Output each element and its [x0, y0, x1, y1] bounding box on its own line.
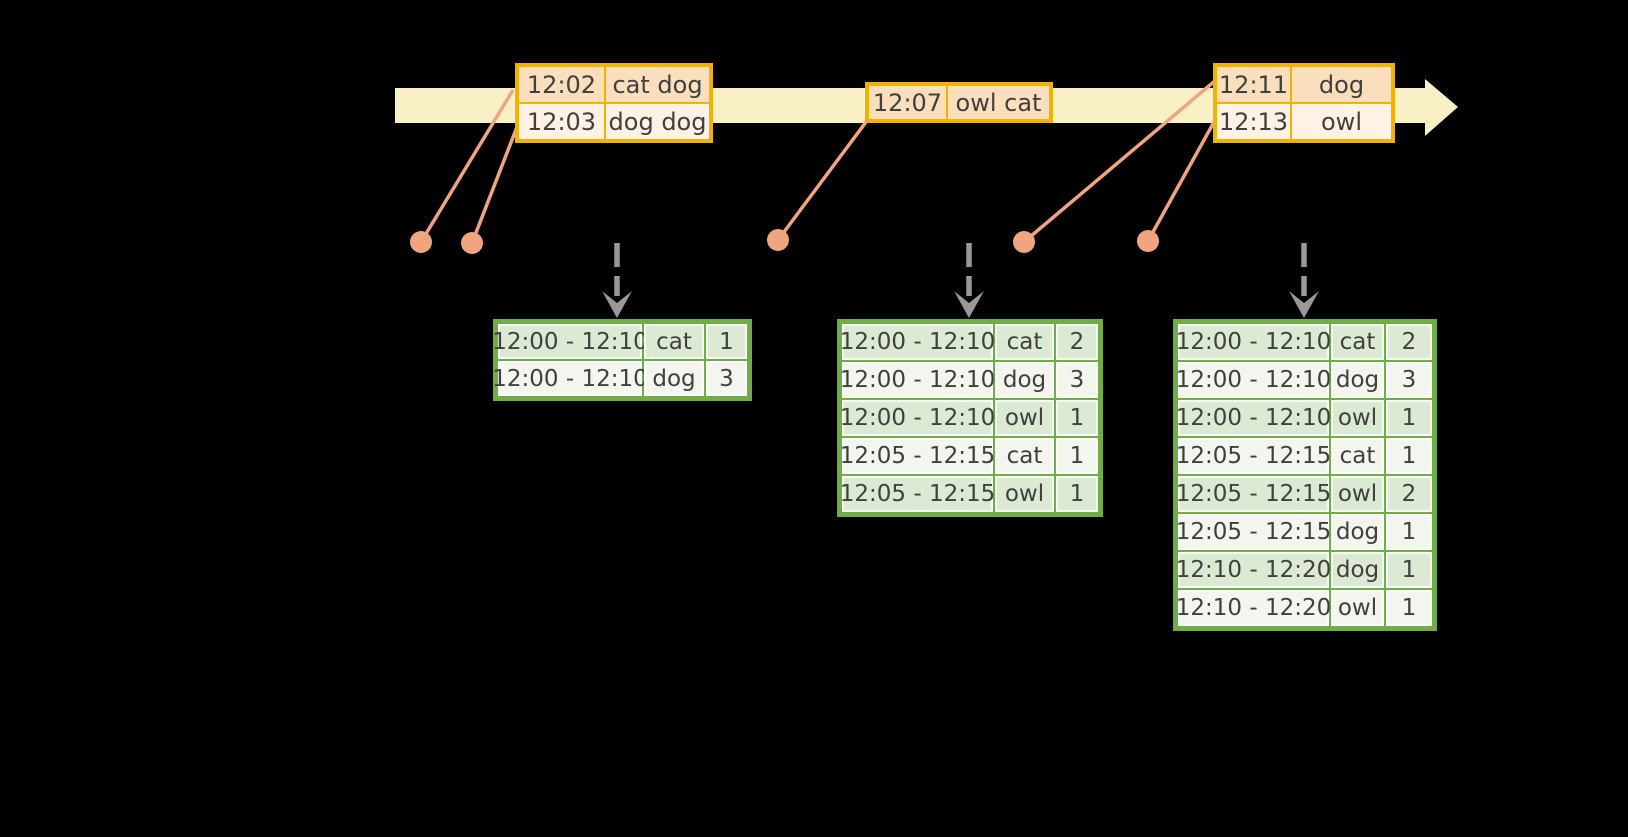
table-cell: 1: [706, 324, 747, 359]
table-cell: cat: [1331, 438, 1384, 474]
table-cell: 1: [1386, 438, 1432, 474]
table-cell: cat: [1331, 324, 1384, 360]
event-dot: [410, 231, 432, 253]
table-cell: cat: [644, 324, 704, 359]
table-cell: dog: [1292, 67, 1391, 102]
table-cell: cat: [995, 324, 1054, 360]
table-cell: 3: [1386, 362, 1432, 398]
event-connector-line: [1146, 121, 1216, 242]
table-cell: dog: [1331, 514, 1384, 550]
table-cell: 12:03: [519, 104, 604, 139]
table-cell: dog: [644, 361, 704, 396]
table-cell: owl: [995, 476, 1054, 512]
table-cell: owl cat: [948, 86, 1049, 119]
event-dot: [1013, 231, 1035, 253]
table-cell: 12:02: [519, 67, 604, 102]
table-cell: 1: [1386, 552, 1432, 588]
table-cell: 1: [1056, 438, 1098, 474]
table-cell: owl: [1331, 476, 1384, 512]
table-cell: 12:05 - 12:15: [840, 476, 995, 512]
table-cell: 12:05 - 12:15: [840, 438, 995, 474]
trigger-arrowhead-icon: [954, 291, 984, 318]
table-cell: 12:00 - 12:10: [840, 400, 995, 436]
table-cell: dog dog: [606, 104, 709, 139]
table-cell: 2: [1386, 324, 1432, 360]
table-cell: owl: [1331, 400, 1384, 436]
table-cell: 12:00 - 12:10: [492, 324, 648, 359]
table-cell: 12:00 - 12:10: [840, 324, 995, 360]
event-connector-line: [1022, 78, 1218, 244]
table-cell: dog: [995, 362, 1054, 398]
table-cell: 12:10 - 12:20: [1176, 552, 1331, 588]
table-cell: 3: [706, 361, 747, 396]
table-cell: 12:05 - 12:15: [1176, 438, 1331, 474]
table-cell: 12:00 - 12:10: [1176, 400, 1331, 436]
table-cell: cat: [995, 438, 1054, 474]
table-cell: owl: [1331, 590, 1384, 626]
event-connector-line: [776, 120, 868, 242]
table-cell: 12:00 - 12:10: [1176, 362, 1331, 398]
table-cell: owl: [1292, 104, 1391, 139]
event-dot: [767, 229, 789, 251]
event-dot: [1137, 230, 1159, 252]
table-cell: 1: [1056, 476, 1098, 512]
table-cell: 12:11: [1217, 67, 1290, 102]
table-cell: 1: [1386, 400, 1432, 436]
table-cell: 1: [1056, 400, 1098, 436]
table-cell: dog: [1331, 552, 1384, 588]
trigger-arrowhead-icon: [1289, 291, 1319, 318]
table-cell: 12:00 - 12:10: [840, 362, 995, 398]
table-cell: 2: [1386, 476, 1432, 512]
table-cell: cat dog: [606, 67, 709, 102]
event-dot: [461, 232, 483, 254]
event-connector-line: [470, 126, 519, 244]
table-cell: 3: [1056, 362, 1098, 398]
table-cell: 12:10 - 12:20: [1176, 590, 1331, 626]
trigger-arrows: [602, 243, 1319, 318]
table-cell: 12:00 - 12:10: [1176, 324, 1331, 360]
event-connectors: [410, 78, 1218, 254]
table-cell: 12:13: [1217, 104, 1290, 139]
table-cell: owl: [995, 400, 1054, 436]
table-cell: 12:05 - 12:15: [1176, 476, 1331, 512]
table-cell: 1: [1386, 590, 1432, 626]
table-cell: dog: [1331, 362, 1384, 398]
table-cell: 2: [1056, 324, 1098, 360]
trigger-arrowhead-icon: [602, 291, 632, 318]
table-cell: 12:07: [869, 86, 946, 119]
table-cell: 1: [1386, 514, 1432, 550]
table-cell: 12:05 - 12:15: [1176, 514, 1331, 550]
table-cell: 12:00 - 12:10: [492, 361, 648, 396]
event-connector-line: [419, 89, 515, 243]
